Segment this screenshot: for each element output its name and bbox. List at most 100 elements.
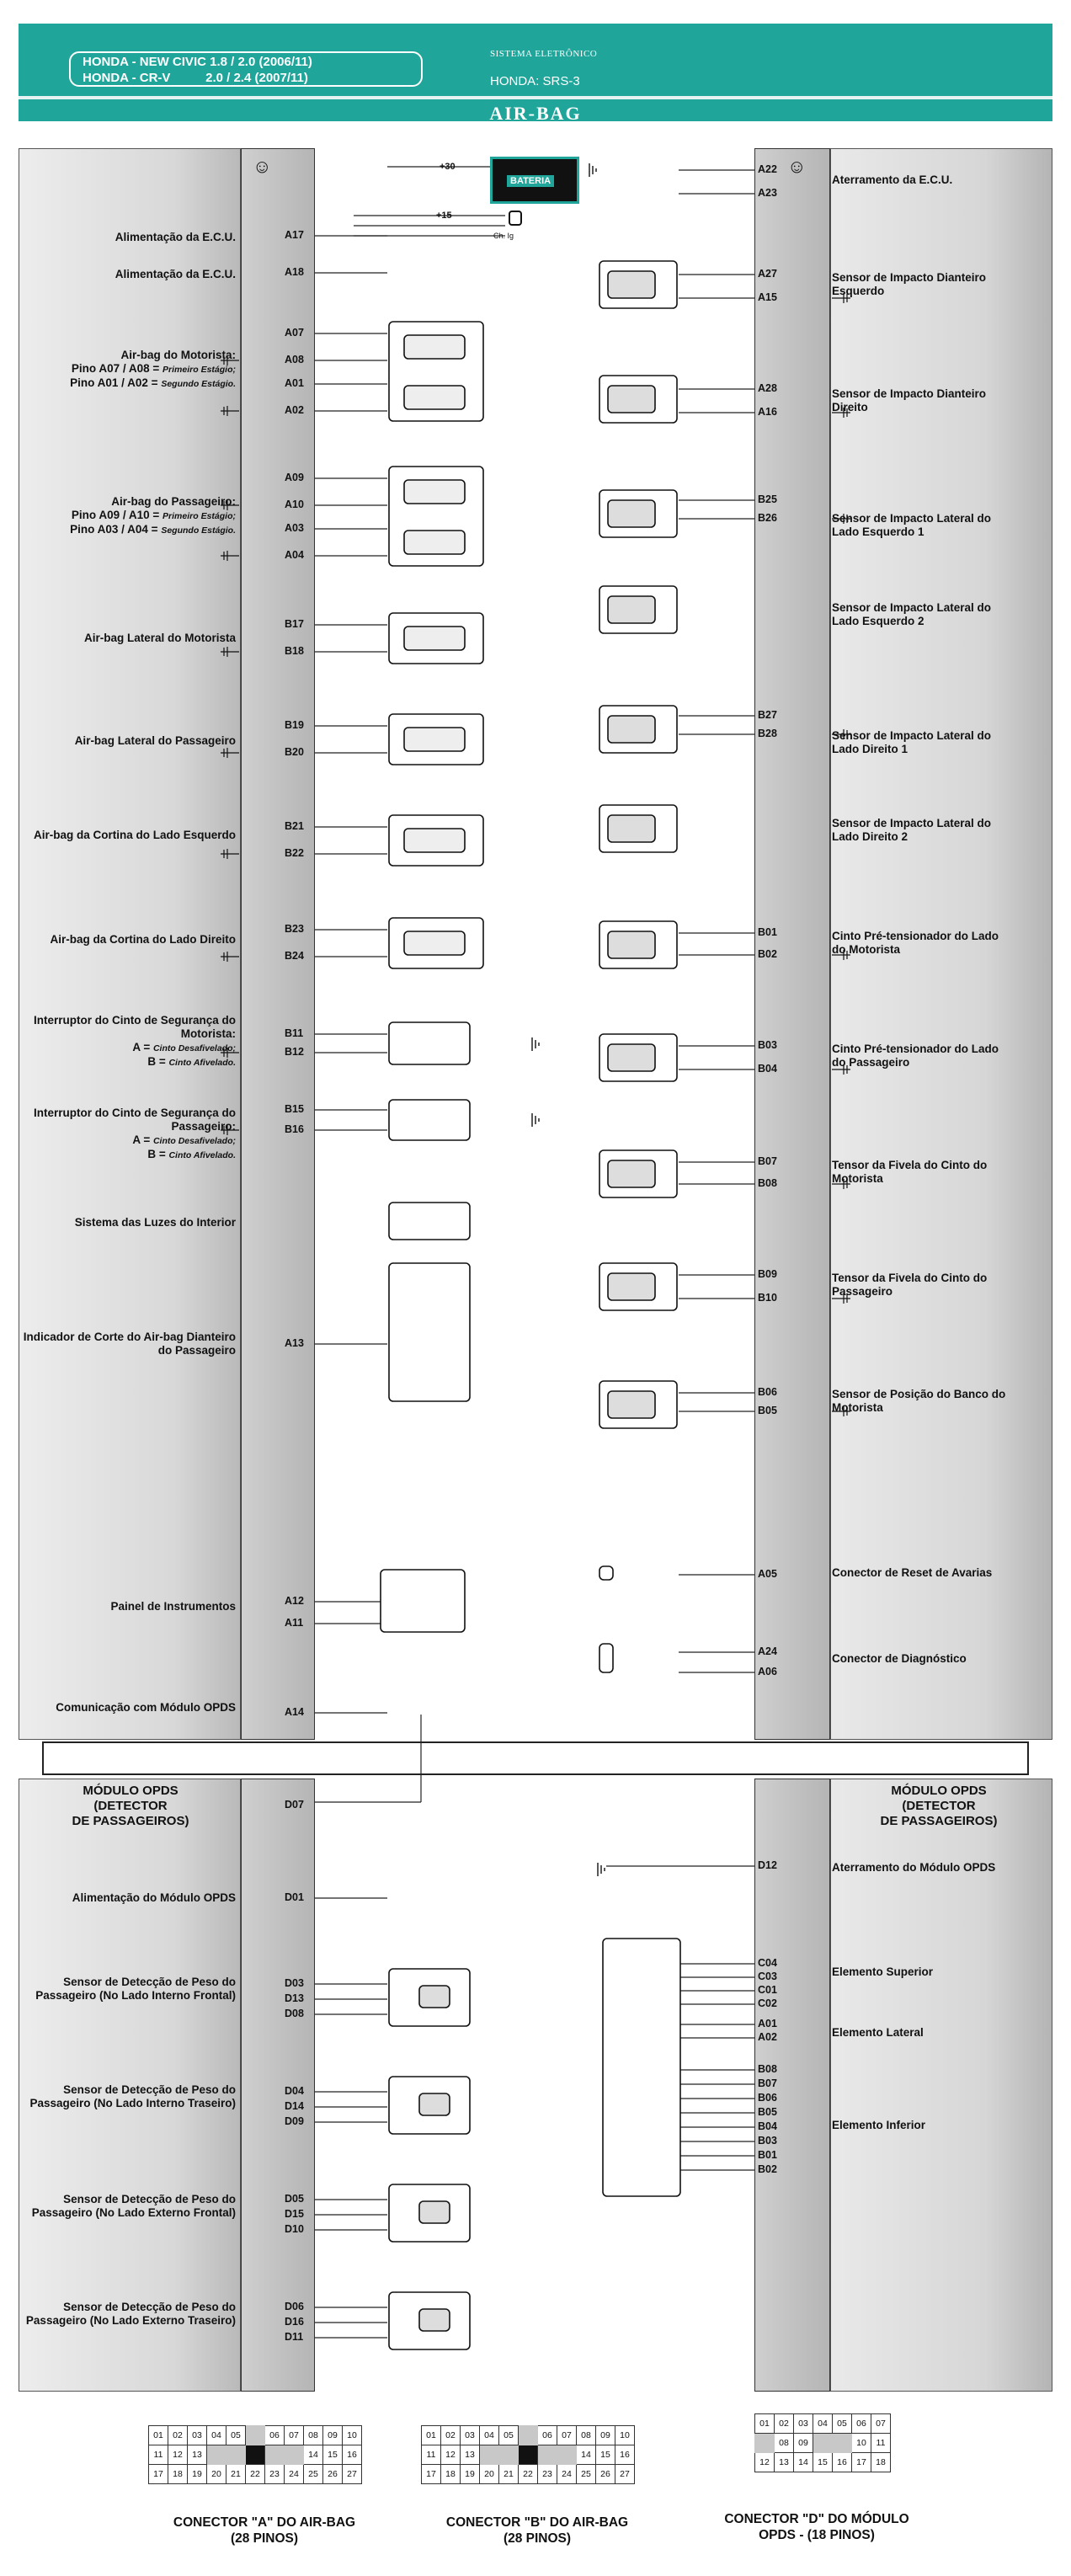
label-passenger-airbag: Air-bag do Passageiro: Pino A09 / A10 = … <box>15 495 236 537</box>
pin-b19: B19 <box>285 719 304 731</box>
system-subtitle: SISTEMA ELETRÔNICO <box>490 49 598 59</box>
pin-b07: B07 <box>758 1155 777 1167</box>
connector-pin: 27 <box>342 2464 362 2484</box>
ignition-key-icon <box>509 211 522 226</box>
pin-a10: A10 <box>285 499 304 510</box>
pin-a03: A03 <box>285 522 304 534</box>
connector-pin: 07 <box>284 2425 304 2445</box>
connector-pin <box>518 2425 538 2445</box>
connector-pin: 04 <box>813 2413 833 2434</box>
pin-a01: A01 <box>758 2018 777 2029</box>
connector-pin: 05 <box>226 2425 246 2445</box>
label-passenger-pretensioner: Cinto Pré-tensionador do Lado do Passage… <box>832 1043 999 1069</box>
note-italic: Primeiro Estágio; <box>163 365 236 375</box>
connector-pin: 05 <box>498 2425 519 2445</box>
interior-lights-module <box>388 1202 471 1240</box>
connector-pin: 22 <box>518 2464 538 2484</box>
label-passenger-side-airbag: Air-bag Lateral do Passageiro <box>74 734 236 747</box>
instrument-panel-module <box>380 1569 466 1633</box>
model-line-1: HONDA - NEW CIVIC 1.8 / 2.0 (2006/11) <box>83 55 312 69</box>
connector-pin <box>479 2445 499 2465</box>
connector-pin: 20 <box>479 2464 499 2484</box>
connector-pin: 10 <box>615 2425 635 2445</box>
label-front-right-impact-sensor: Sensor de Impacto Dianteiro Direito <box>832 387 987 413</box>
note-text: B = <box>147 1055 169 1068</box>
pin-b01: B01 <box>758 926 777 938</box>
connector-pin: 14 <box>793 2452 813 2472</box>
label-weight-sensor-inner-rear: Sensor de Detecção de Peso do Passageiro… <box>29 2083 236 2109</box>
connector-pin: 13 <box>460 2445 480 2465</box>
pin-d06: D06 <box>285 2301 304 2312</box>
left-side-impact-sensor-2-icon-inner <box>607 595 656 624</box>
connector-pin <box>245 2445 265 2465</box>
note-text: Pino A03 / A04 = <box>70 523 162 536</box>
pin-d05: D05 <box>285 2193 304 2205</box>
pin-a05: A05 <box>758 1568 777 1580</box>
diagram-title: AIR-BAG <box>489 103 582 124</box>
passenger-airbag-note-1: Pino A09 / A10 = Primeiro Estágio; <box>15 509 236 523</box>
connector-pin: 18 <box>871 2452 891 2472</box>
pin-b09: B09 <box>758 1268 777 1280</box>
connector-pin: 10 <box>851 2433 871 2453</box>
connector-pin: 08 <box>774 2433 794 2453</box>
terminal-30: +30 <box>440 162 456 172</box>
connector-pin: 20 <box>206 2464 226 2484</box>
ecu-ground-icon <box>589 163 597 177</box>
shield-ground-icon <box>832 1064 850 1075</box>
note-text: Pino A09 / A10 = <box>71 509 163 521</box>
passenger-switch-note-b: B = Cinto Afivelado. <box>15 1148 236 1162</box>
connector-pin: 18 <box>440 2464 461 2484</box>
shield-ground-icon <box>221 849 239 859</box>
pin-a22: A22 <box>758 163 777 175</box>
connector-pin: 06 <box>264 2425 285 2445</box>
connector-pin: 17 <box>148 2464 168 2484</box>
connector-pin: 16 <box>615 2445 635 2465</box>
connector-pin <box>245 2425 265 2445</box>
label-passenger-buckle-tensioner: Tensor da Fivela do Cinto do Passageiro <box>832 1272 988 1298</box>
ecu-left-column <box>241 148 315 1740</box>
connector-pin <box>498 2445 519 2465</box>
left-label-panel <box>19 148 241 1740</box>
connector-pin <box>206 2445 226 2465</box>
pin-b07: B07 <box>758 2077 777 2089</box>
model-line-2: HONDA - CR-V 2.0 / 2.4 (2007/11) <box>83 71 308 85</box>
note-text: Pino A07 / A08 = <box>71 362 163 375</box>
connector-pin: 26 <box>322 2464 343 2484</box>
pin-a18: A18 <box>285 266 304 278</box>
shield-ground-icon <box>832 1179 850 1189</box>
pin-b18: B18 <box>285 645 304 657</box>
ground-icon <box>531 1037 540 1051</box>
squib-icon <box>403 931 466 956</box>
shield-ground-icon <box>832 293 850 303</box>
weight-sensor-inner-front-icon <box>418 1985 450 2008</box>
label-weight-sensor-inner-front: Sensor de Detecção de Peso do Passageiro… <box>35 1976 236 2002</box>
connector-pin: 18 <box>168 2464 188 2484</box>
pin-d12: D12 <box>758 1859 777 1871</box>
diagnostic-connector-icon <box>599 1643 614 1673</box>
label-diagnostic-connector: Conector de Diagnóstico <box>832 1652 967 1665</box>
pin-b04: B04 <box>758 1063 777 1075</box>
pin-a09: A09 <box>285 472 304 483</box>
pin-b21: B21 <box>285 820 304 832</box>
pin-b16: B16 <box>285 1123 304 1135</box>
ecu-right-column <box>754 148 830 1740</box>
connector-pin: 04 <box>479 2425 499 2445</box>
squib-icon <box>403 727 466 752</box>
pin-c01: C01 <box>758 1984 777 1996</box>
pin-d07: D07 <box>285 1799 304 1811</box>
connector-pin: 09 <box>322 2425 343 2445</box>
label-ecu-supply-2: Alimentação da E.C.U. <box>115 268 236 280</box>
pin-b08: B08 <box>758 2063 777 2075</box>
shield-ground-icon <box>221 647 239 657</box>
note-italic: Cinto Afivelado. <box>168 1058 236 1068</box>
connector-pin: 24 <box>284 2464 304 2484</box>
squib-icon <box>403 626 466 651</box>
battery-label: BATERIA <box>507 175 555 187</box>
connector-pin <box>264 2445 285 2465</box>
front-right-impact-sensor-icon-inner <box>607 385 656 413</box>
label-weight-sensor-outer-rear: Sensor de Detecção de Peso do Passageiro… <box>25 2301 236 2327</box>
label-driver-buckle-tensioner: Tensor da Fivela do Cinto do Motorista <box>832 1159 988 1185</box>
connector-pin <box>557 2445 577 2465</box>
weight-sensor-inner-rear-icon <box>418 2093 450 2116</box>
